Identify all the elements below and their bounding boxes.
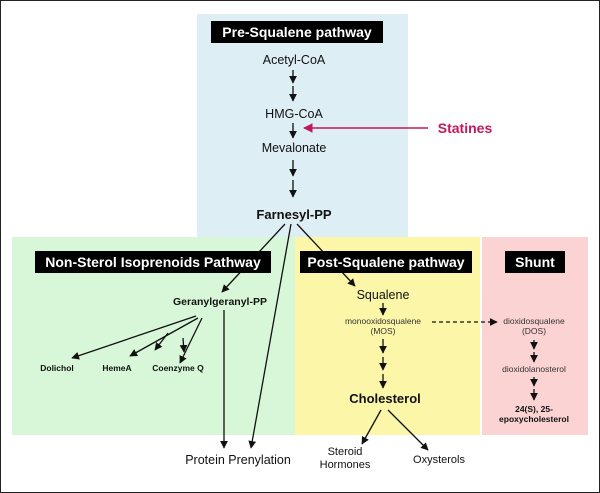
arrow-branch-mid: [154, 332, 169, 351]
node-coenzyme-q: Coenzyme Q: [152, 363, 204, 373]
statines-label: Statines: [437, 120, 493, 136]
node-hemea: HemeA: [102, 363, 132, 373]
arrow-chol-steroid: [361, 409, 382, 445]
node-epoxy-line1: 24(S), 25-: [515, 404, 553, 414]
node-dos-line2: (DOS): [521, 326, 547, 336]
node-dioxidolanosterol: dioxidolanosterol: [502, 364, 566, 374]
post-squalene-title: Post-Squalene pathway: [300, 251, 472, 273]
pre-squalene-panel: [197, 14, 408, 237]
node-mos-line2: (MOS): [370, 326, 396, 336]
node-protein-prenylation: Protein Prenylation: [185, 453, 291, 467]
shunt-title: Shunt: [505, 251, 565, 273]
pre-squalene-title: Pre-Squalene pathway: [211, 21, 383, 43]
node-dos-line1: dioxidosqualene: [503, 316, 565, 326]
node-steroid-line1: Steroid: [327, 446, 363, 458]
node-farnesyl-pp: Farnesyl-PP: [256, 207, 332, 222]
node-dolichol: Dolichol: [40, 363, 74, 373]
node-geranylgeranyl-pp: Geranylgeranyl-PP: [173, 296, 267, 308]
node-squalene: Squalene: [356, 288, 410, 302]
arrow-geranyl-hemea: [129, 317, 199, 357]
node-epoxy-line2: epoxycholesterol: [499, 414, 569, 424]
arrow-branch-right: [179, 337, 188, 353]
non-sterol-title: Non-Sterol Isoprenoids Pathway: [35, 251, 271, 273]
node-steroid-line2: Hormones: [319, 459, 371, 471]
node-acetyl-coa: Acetyl-CoA: [262, 53, 326, 67]
arrow-fpp-prenylation: [248, 223, 292, 449]
node-cholesterol: Cholesterol: [349, 391, 421, 406]
node-mevalonate: Mevalonate: [261, 141, 327, 155]
node-mos-line1: monooxidosqualene: [344, 316, 422, 326]
arrow-geranyl-coq: [179, 317, 203, 364]
arrow-geranyl-dolichol: [71, 315, 197, 360]
arrow-chol-oxysterols: [387, 409, 429, 451]
node-oxysterols: Oxysterols: [413, 454, 465, 466]
node-hmg-coa: HMG-CoA: [265, 107, 323, 121]
